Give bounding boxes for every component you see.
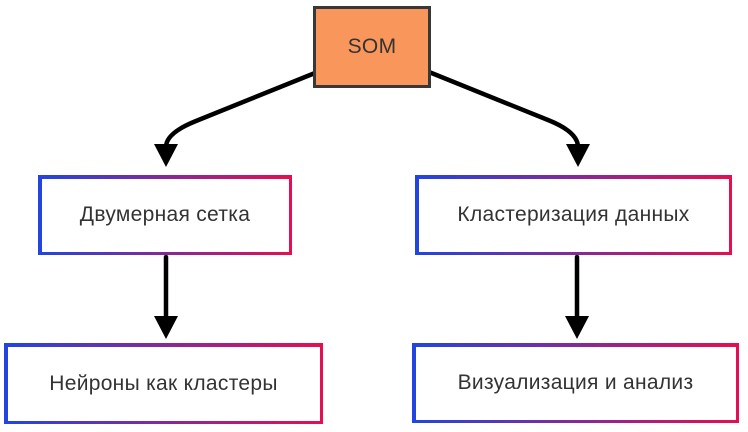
node-grid-label: Двумерная сетка [79, 203, 251, 226]
arrowhead-down-icon [566, 144, 590, 167]
arrowhead-down-icon [154, 316, 178, 339]
arrowhead-down-icon [154, 144, 178, 167]
node-visualization-label: Визуализация и анализ [457, 371, 694, 394]
node-clustering: Кластеризация данных [415, 175, 732, 255]
node-clustering-label: Кластеризация данных [457, 203, 690, 226]
arrow-grid-to-neurons [154, 254, 178, 339]
node-som-label: SOM [347, 35, 397, 58]
node-neurons-label: Нейроны как кластеры [49, 371, 278, 395]
arrow-som-to-clustering [426, 69, 590, 167]
node-grid: Двумерная сетка [38, 175, 292, 255]
arrowhead-down-icon [565, 316, 589, 339]
node-som: SOM [313, 6, 431, 88]
arrow-clustering-to-visualization [565, 254, 589, 339]
node-visualization: Визуализация и анализ [412, 343, 739, 423]
node-neurons: Нейроны как кластеры [4, 343, 323, 424]
arrow-som-to-grid [154, 70, 318, 167]
